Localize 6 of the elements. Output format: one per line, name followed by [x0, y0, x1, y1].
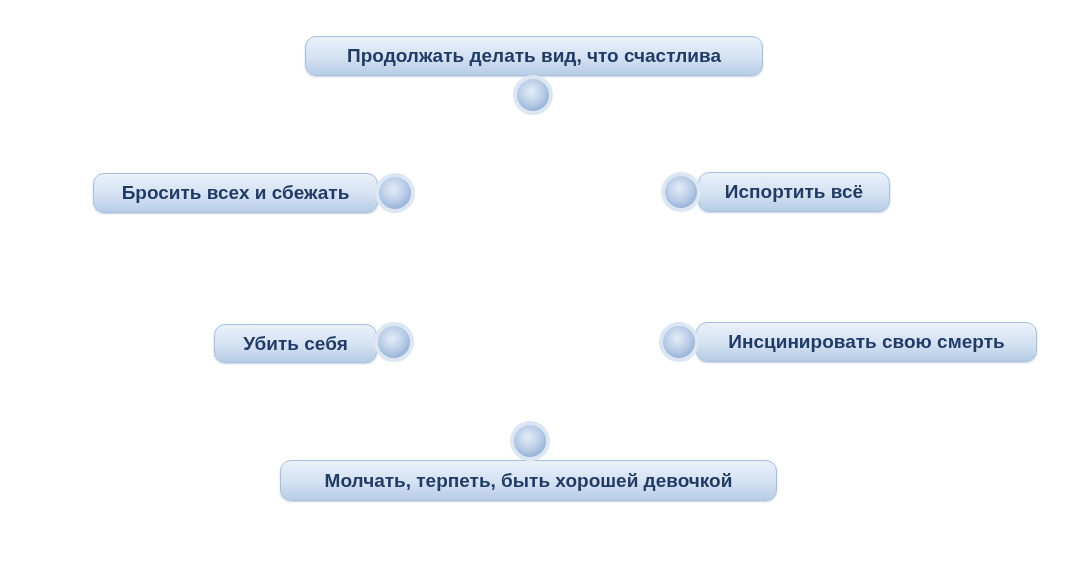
choice-button: Инсцинировать свою смерть	[696, 322, 1037, 362]
choice-button: Испортить всё	[698, 172, 890, 212]
choice-button: Убить себя	[214, 324, 377, 363]
choice-button: Молчать, терпеть, быть хорошей девочкой	[280, 460, 777, 501]
choice-button: Продолжать делать вид, что счастлива	[305, 36, 763, 76]
choice-button: Бросить всех и сбежать	[93, 173, 378, 213]
